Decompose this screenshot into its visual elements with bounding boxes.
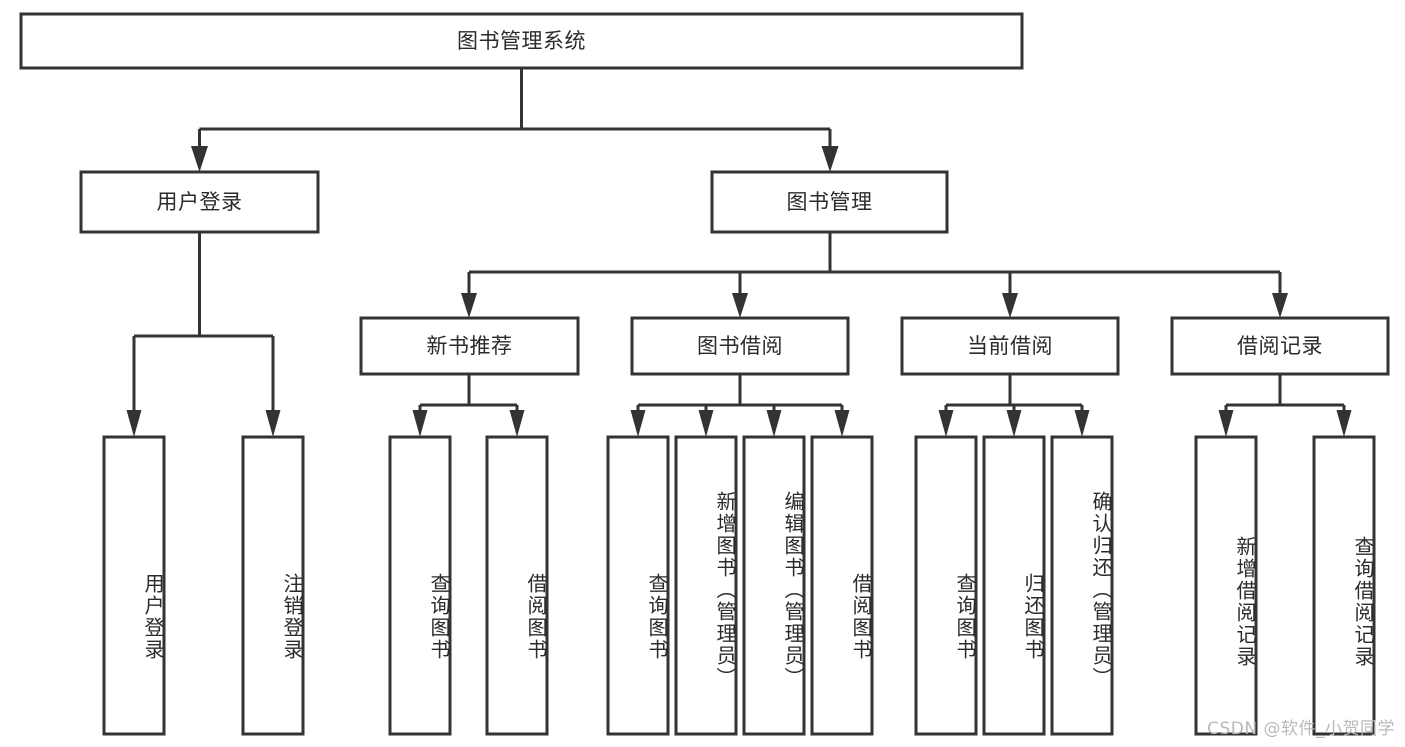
node-box-leaf-borrow-book-2[interactable] [810, 435, 874, 736]
node-box-leaf-borrow-book-1[interactable] [485, 435, 549, 736]
arrow-head-new-book-recommend [461, 293, 477, 318]
node-box-borrow-record[interactable] [1170, 316, 1390, 376]
connector-book-borrow-to-leaves [630, 374, 850, 437]
csdn-watermark: CSDN @软件_小贺同学 [1207, 719, 1395, 739]
node-box-new-book-recommend[interactable] [359, 316, 580, 376]
node-box-leaf-query-record[interactable] [1312, 435, 1376, 736]
arrow-head-book-borrow [732, 293, 748, 318]
connector-borrow-record-to-leaves [1218, 374, 1352, 437]
arrow-head-borrow-record [1272, 293, 1288, 318]
node-box-root[interactable] [19, 12, 1024, 70]
arrow-head-leaf-add-book [698, 410, 714, 437]
arrow-head-leaf-query-book-2 [630, 410, 646, 437]
connector-user-login-to-leaves [126, 232, 281, 437]
node-box-leaf-add-book[interactable] [674, 435, 738, 736]
node-box-leaf-confirm-return[interactable] [1050, 435, 1114, 736]
arrow-head-leaf-add-record [1218, 410, 1234, 437]
node-box-leaf-query-book-2[interactable] [606, 435, 670, 736]
connector-root-to-level2 [191, 68, 839, 172]
node-box-leaf-add-record[interactable] [1194, 435, 1258, 736]
node-box-leaf-edit-book[interactable] [742, 435, 806, 736]
arrow-head-leaf-query-record [1336, 410, 1352, 437]
arrow-head-leaf-borrow-book-2 [834, 410, 850, 437]
node-box-leaf-query-book-1[interactable] [388, 435, 452, 736]
arrow-head-user-login [191, 146, 208, 172]
arrow-head-leaf-edit-book [766, 410, 782, 437]
node-box-leaf-query-book-3[interactable] [914, 435, 978, 736]
arrow-head-leaf-return-book [1006, 410, 1022, 437]
node-box-user-login[interactable] [79, 170, 320, 234]
arrow-head-leaf-query-book-3 [938, 410, 954, 437]
arrow-head-book-manage [821, 146, 839, 172]
node-box-current-borrow[interactable] [900, 316, 1120, 376]
connector-book-manage-to-level3 [461, 232, 1288, 318]
node-box-book-borrow[interactable] [630, 316, 850, 376]
node-box-leaf-return-book[interactable] [982, 435, 1046, 736]
arrow-head-leaf-borrow-book-1 [509, 410, 525, 437]
connector-current-borrow-to-leaves [938, 374, 1090, 437]
arrow-head-leaf-confirm-return [1074, 410, 1090, 437]
connector-new-book-to-leaves [412, 374, 525, 437]
arrow-head-leaf-query-book-1 [412, 410, 428, 437]
arrow-head-leaf-user-logout [265, 410, 281, 437]
node-box-book-manage[interactable] [710, 170, 949, 234]
node-box-leaf-user-login[interactable] [102, 435, 166, 736]
node-box-leaf-user-logout[interactable] [241, 435, 305, 736]
arrow-head-leaf-user-login [126, 410, 142, 437]
arrow-head-current-borrow [1002, 293, 1018, 318]
